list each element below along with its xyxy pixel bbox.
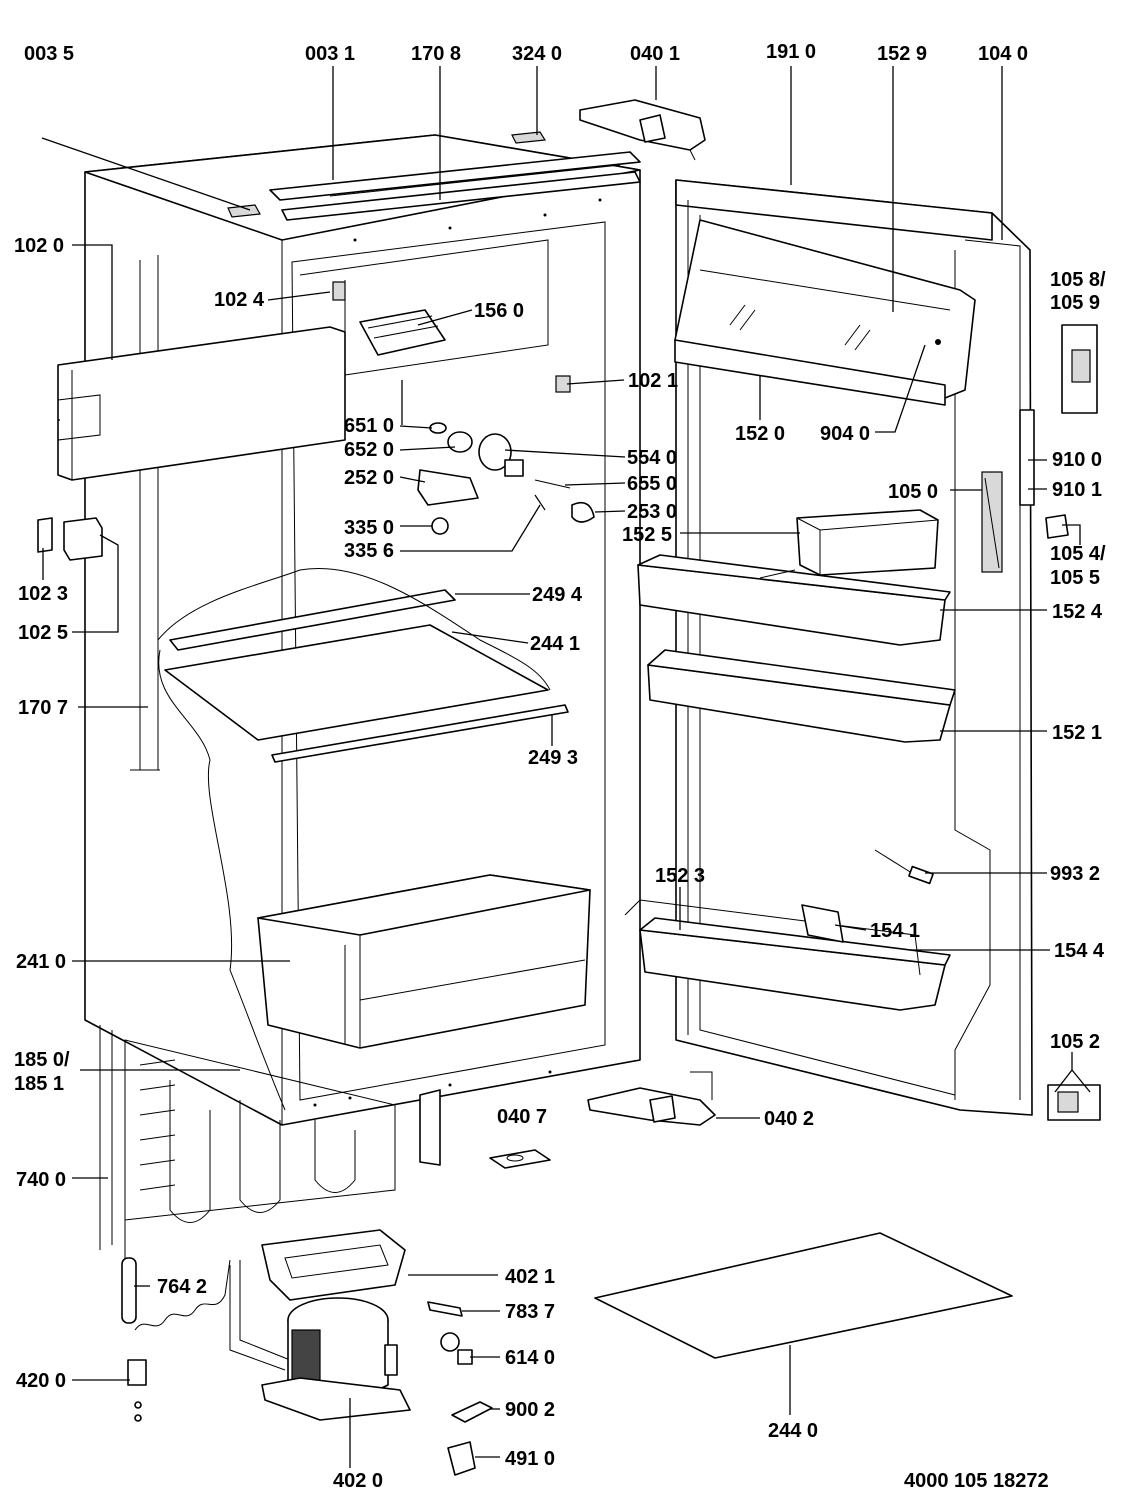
cover-plate bbox=[489, 1149, 551, 1169]
callout-1055: 105 5 bbox=[1050, 567, 1100, 589]
door-shelf-middle bbox=[647, 649, 956, 743]
callout-1050: 105 0 bbox=[888, 481, 938, 503]
egg-box bbox=[796, 509, 939, 576]
callout-2493: 249 3 bbox=[528, 747, 578, 769]
door-shelf-lower bbox=[624, 899, 951, 1011]
condenser bbox=[99, 1025, 441, 1250]
callout-4910: 491 0 bbox=[505, 1448, 555, 1470]
callout-0035: 003 5 bbox=[24, 43, 74, 65]
callout-1520: 152 0 bbox=[735, 423, 785, 445]
callout-1560: 156 0 bbox=[474, 300, 524, 322]
callout-1052: 105 2 bbox=[1050, 1031, 1100, 1053]
callout-2530: 253 0 bbox=[627, 501, 677, 523]
callout-6520: 652 0 bbox=[344, 439, 394, 461]
callout-1040: 104 0 bbox=[978, 43, 1028, 65]
callout-1021: 102 1 bbox=[628, 370, 678, 392]
ice-tray bbox=[359, 309, 446, 356]
capillary-tube bbox=[121, 1050, 231, 1422]
callout-1054: 105 4/ bbox=[1050, 543, 1106, 565]
bottom-hinge bbox=[587, 1071, 716, 1126]
callout-1850: 185 0/ bbox=[14, 1049, 70, 1071]
callout-9040: 904 0 bbox=[820, 423, 870, 445]
top-hinge bbox=[579, 99, 706, 161]
crisper-drawer bbox=[158, 649, 591, 1111]
callout-2520: 252 0 bbox=[344, 467, 394, 489]
callout-1059: 105 9 bbox=[1050, 292, 1100, 314]
drawing-number: 4000 105 18272 bbox=[904, 1470, 1049, 1492]
callout-1525: 152 5 bbox=[622, 524, 672, 546]
leader-lines bbox=[41, 66, 1091, 1468]
callout-1058: 105 8/ bbox=[1050, 269, 1106, 291]
callout-labels: 003 5 003 1 170 8 324 0 040 1 191 0 152 … bbox=[14, 41, 1106, 1492]
bottle-retainer bbox=[801, 904, 844, 943]
callout-7837: 783 7 bbox=[505, 1301, 555, 1323]
callout-9101: 910 1 bbox=[1052, 479, 1102, 501]
callout-1851: 185 1 bbox=[14, 1073, 64, 1095]
callout-1541: 154 1 bbox=[870, 920, 920, 942]
callout-1529: 152 9 bbox=[877, 43, 927, 65]
callout-1025: 102 5 bbox=[18, 622, 68, 644]
callout-0407: 040 7 bbox=[497, 1106, 547, 1128]
door bbox=[675, 179, 1033, 1116]
callout-4200: 420 0 bbox=[16, 1370, 66, 1392]
callout-9932: 993 2 bbox=[1050, 863, 1100, 885]
callout-7400: 740 0 bbox=[16, 1169, 66, 1191]
callout-7642: 764 2 bbox=[157, 1276, 207, 1298]
callout-9002: 900 2 bbox=[505, 1399, 555, 1421]
freezer-flap bbox=[57, 326, 346, 481]
callout-2441: 244 1 bbox=[530, 633, 580, 655]
callout-1521: 152 1 bbox=[1052, 722, 1102, 744]
callout-0402: 040 2 bbox=[764, 1108, 814, 1130]
callout-3350: 335 0 bbox=[344, 517, 394, 539]
callout-4021: 402 1 bbox=[505, 1266, 555, 1288]
door-shelf-upper bbox=[637, 554, 951, 646]
callout-1910: 191 0 bbox=[766, 41, 816, 63]
callout-1708: 170 8 bbox=[411, 43, 461, 65]
callout-1544: 154 4 bbox=[1054, 940, 1105, 962]
callout-2440: 244 0 bbox=[768, 1420, 818, 1442]
callout-1024: 102 4 bbox=[214, 289, 265, 311]
callout-6550: 655 0 bbox=[627, 473, 677, 495]
callout-3240: 324 0 bbox=[512, 43, 562, 65]
callout-6510: 651 0 bbox=[344, 415, 394, 437]
parts-drawing bbox=[37, 99, 1101, 1476]
compressor-mount bbox=[229, 1229, 406, 1371]
glass-plate bbox=[594, 1232, 1013, 1359]
temperature-sensor bbox=[874, 849, 934, 885]
compressor bbox=[261, 1297, 411, 1421]
callout-6140: 614 0 bbox=[505, 1347, 555, 1369]
callout-1707: 170 7 bbox=[18, 697, 68, 719]
callout-5540: 554 0 bbox=[627, 447, 677, 469]
callout-9100: 910 0 bbox=[1052, 449, 1102, 471]
callout-3356: 335 6 bbox=[344, 540, 394, 562]
callout-0401: 040 1 bbox=[630, 43, 680, 65]
callout-1523: 152 3 bbox=[655, 865, 705, 887]
callout-2410: 241 0 bbox=[16, 951, 66, 973]
callout-4020: 402 0 bbox=[333, 1470, 383, 1492]
callout-1020: 102 0 bbox=[14, 235, 64, 257]
hinge-cover-brackets bbox=[37, 517, 103, 561]
door-hinges-right bbox=[1019, 324, 1101, 1121]
glass-shelf bbox=[157, 568, 569, 763]
electrical-components bbox=[427, 1301, 493, 1476]
dairy-compartment bbox=[674, 219, 976, 406]
callout-2494: 249 4 bbox=[532, 584, 583, 606]
thermostat-assembly bbox=[332, 281, 595, 535]
callout-1524: 152 4 bbox=[1052, 601, 1103, 623]
callout-0031: 003 1 bbox=[305, 43, 355, 65]
callout-1023: 102 3 bbox=[18, 583, 68, 605]
